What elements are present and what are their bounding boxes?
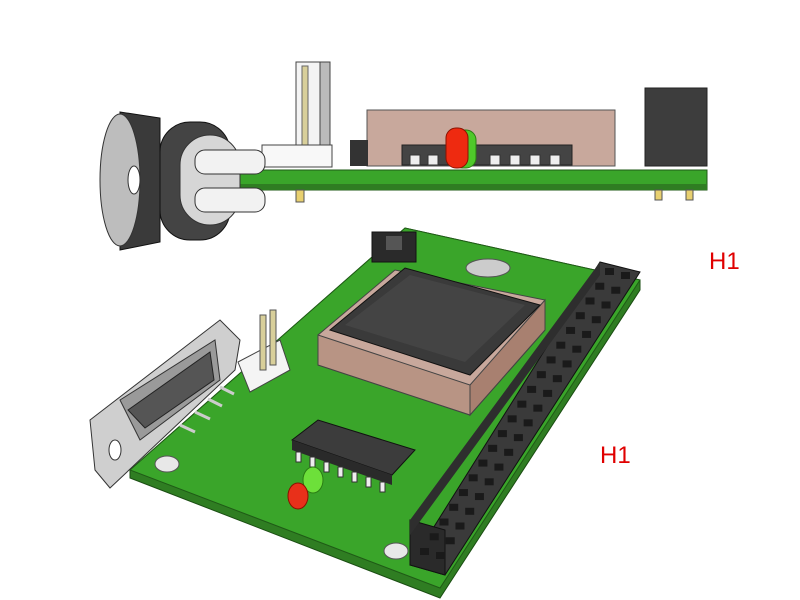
mount-hole [154,455,180,473]
header-socket-hole [465,507,475,515]
header-socket-hole [582,330,592,338]
header-socket-hole [523,419,533,427]
header-socket-hole [494,463,504,471]
header-socket-hole [595,282,605,290]
header-socket-hole [507,415,517,423]
side-view-board [99,61,708,251]
iso-view-board [89,227,641,599]
header-socket-hole [468,474,478,482]
header-socket-hole [536,371,546,379]
header-socket-hole [488,444,498,452]
header-socket-hole [621,272,630,279]
header-socket-hole [552,375,562,383]
db9-connector-side [99,111,266,251]
header-socket-hole [533,404,543,412]
pin-header-2 [237,309,291,393]
header-socket-hole [591,316,601,324]
header-socket-hole [562,360,572,368]
header-socket-hole [611,286,621,294]
green-led [302,466,324,494]
header-socket-hole [572,345,582,353]
header-socket-hole [474,493,484,501]
header-socket-hole [458,489,468,497]
dip-chip [290,419,416,493]
header-socket-hole [601,301,611,309]
component-label-top: H1 [709,248,740,275]
header-socket-hole [605,268,614,275]
header-socket-hole [504,448,514,456]
red-led [287,482,309,510]
header-socket-hole [543,389,553,397]
db9-connector [89,319,241,489]
header-socket-hole [478,459,488,467]
mount-hole [383,542,409,560]
red-led-side [445,127,469,169]
header-socket-hole [566,326,576,334]
header-socket-hole [439,518,449,526]
header-socket-hole [445,537,455,545]
header-socket-hole [449,503,459,511]
header-socket-hole [513,434,523,442]
header-socket-hole [484,478,494,486]
header-socket-hole [436,552,445,559]
button-side [350,140,368,166]
header-socket-hole [556,341,566,349]
power-jack [644,87,708,167]
crystal [465,258,511,278]
header-socket-hole [517,400,527,408]
header-socket-hole [497,430,507,438]
header-socket-hole [429,533,439,541]
header-socket-hole [527,385,537,393]
qfp-socket [317,267,546,417]
header-socket-hole [575,312,585,320]
header-socket-hole [420,548,429,555]
component-label-iso: H1 [600,442,631,469]
header-socket-hole [455,522,465,530]
header-socket-hole [585,297,595,305]
expansion-header [409,261,641,576]
header-socket-hole [546,356,556,364]
